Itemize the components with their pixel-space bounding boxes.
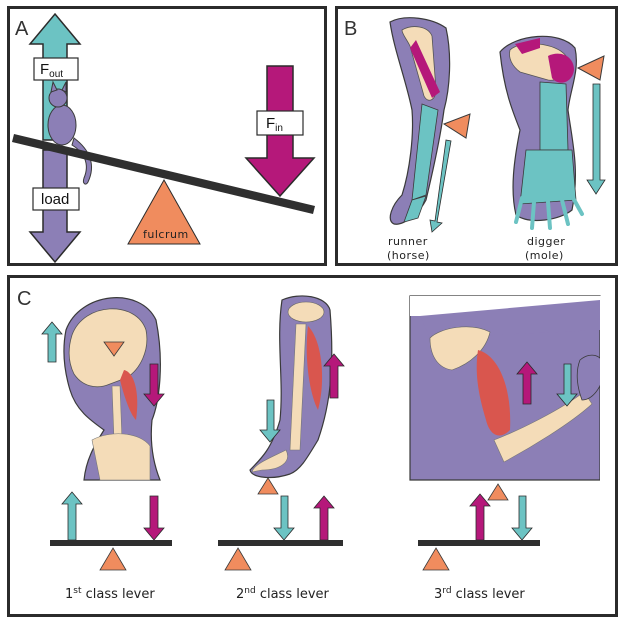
horse-leg-icon [389, 17, 451, 225]
lever3-bar [418, 540, 540, 546]
fulcrum-label: fulcrum [143, 228, 189, 241]
lever1-bar [50, 540, 172, 546]
head-fulcrum-triangle [103, 341, 125, 357]
leg-fulcrum-triangle [257, 477, 279, 495]
digger-label: digger [527, 235, 565, 248]
arm-teal-arrow [556, 363, 578, 407]
lever1-teal-arrow [61, 491, 83, 541]
horse-teal-arrow [429, 139, 452, 233]
head-magenta-arrow [143, 363, 165, 407]
cat-icon [47, 80, 92, 185]
f-in-label: Fin [266, 115, 283, 134]
lever1-caption: 1st class lever [65, 586, 155, 602]
head-neck-icon [63, 297, 161, 481]
digger-sublabel: (mole) [525, 249, 564, 262]
runner-sublabel: (horse) [387, 249, 430, 262]
panel-c-label: C [17, 288, 31, 310]
lever1-magenta-arrow [143, 495, 165, 541]
lever-bar [12, 134, 315, 214]
arm-magenta-arrow [516, 361, 538, 405]
mole-arm-icon [499, 35, 584, 230]
load-label: load [41, 191, 69, 208]
load-box [32, 187, 80, 211]
mole-fulcrum-triangle [576, 55, 605, 81]
lever2-magenta-arrow [313, 495, 335, 541]
lever3-caption: 3rd class lever [434, 586, 525, 602]
lever2-caption: 2nd class lever [236, 586, 330, 602]
lower-leg-icon [249, 295, 333, 479]
f-out-box [33, 57, 79, 81]
horse-fulcrum-triangle [442, 113, 471, 139]
arm-icon [409, 295, 610, 486]
lever2-fulcrum [224, 547, 252, 571]
panel-b-label: B [344, 18, 357, 40]
head-teal-arrow [41, 321, 63, 363]
runner-label: runner [388, 235, 428, 248]
leg-teal-arrow [259, 399, 281, 443]
f-in-box [256, 110, 304, 136]
lever3-magenta-arrow [469, 493, 491, 541]
mole-teal-arrow [586, 83, 606, 195]
lever1-fulcrum [99, 547, 127, 571]
fulcrum-triangle [127, 178, 201, 245]
arm-fulcrum-triangle [487, 483, 509, 501]
lever2-teal-arrow [273, 495, 295, 541]
panel-a-label: A [15, 18, 29, 40]
f-out-label: Fout [40, 61, 63, 80]
leg-magenta-arrow [323, 353, 345, 399]
lever2-bar [218, 540, 343, 546]
lever3-fulcrum [422, 547, 450, 571]
lever3-teal-arrow [511, 495, 533, 541]
